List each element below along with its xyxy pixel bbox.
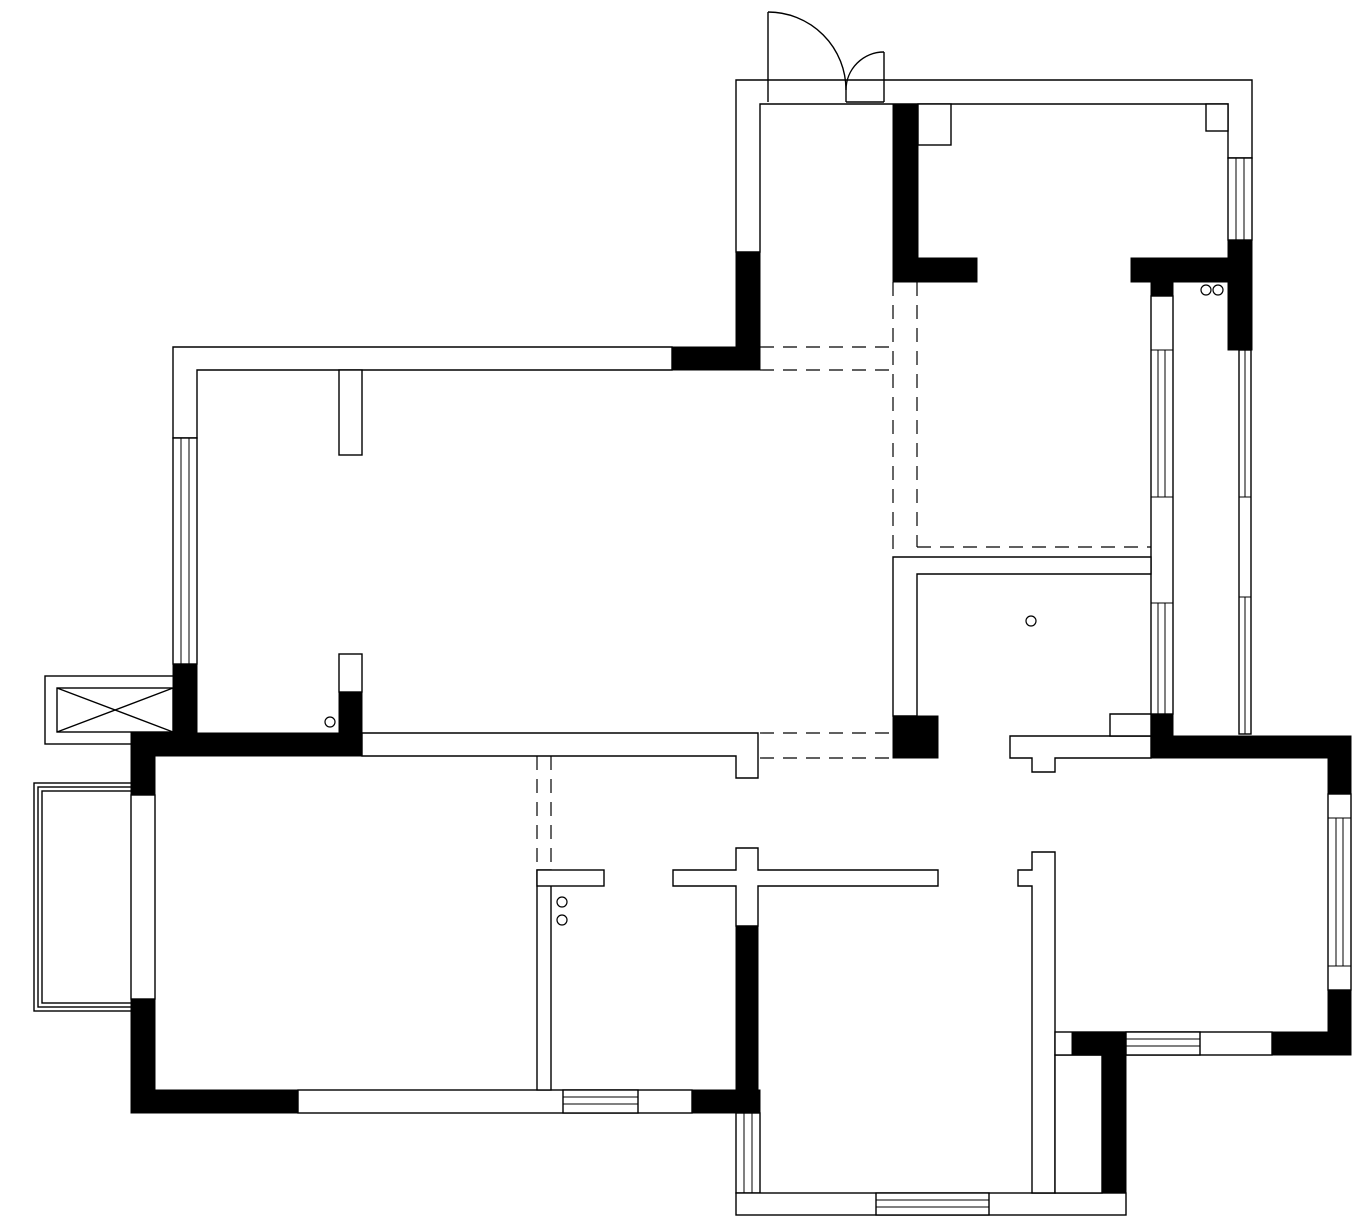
pipe-icon [324,284,1224,926]
structural-walls [130,103,1352,1194]
door-swing-icon [767,11,885,103]
outer-walls [33,79,1352,1216]
opening-lines [536,282,1151,870]
